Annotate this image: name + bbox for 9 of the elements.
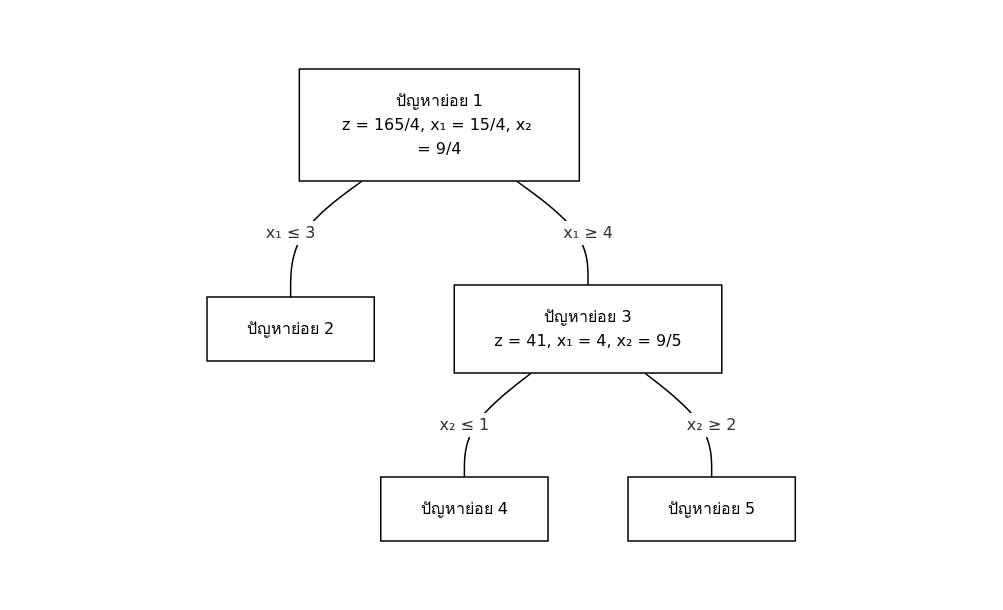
node-box: ปัญหาย่อย 1 z = 165/4, x₁ = 15/4, x₂ = 9/4 [298,68,581,182]
edge-label: x₁ ≤ 3 [266,223,316,242]
edge-label: x₂ ≤ 1 [439,415,490,434]
node-box: ปัญหาย่อย 5 [627,476,797,542]
node-box: ปัญหาย่อย 2 [206,296,376,362]
node-box: ปัญหาย่อย 3 z = 41, x₁ = 4, x₂ = 9/5 [453,284,723,374]
edge-label: x₂ ≥ 2 [687,415,737,434]
node-box: ปัญหาย่อย 4 [380,476,550,542]
edge-label: x₁ ≥ 4 [563,223,614,242]
